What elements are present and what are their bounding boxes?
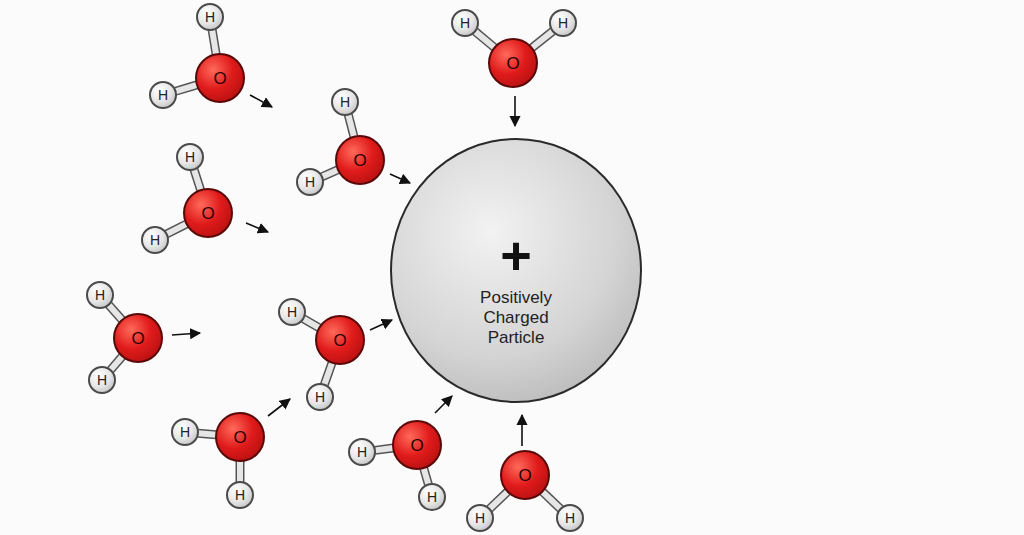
oxygen-atom: O [315, 315, 365, 365]
oxygen-atom: O [392, 420, 442, 470]
atom-symbol: H [180, 425, 190, 439]
hydrogen-atom: H [466, 504, 494, 532]
bond-stick [240, 461, 241, 482]
atom-symbol: H [315, 390, 325, 404]
atom-symbol: H [150, 233, 160, 247]
atom-symbol: H [305, 175, 315, 189]
bond-stick [532, 31, 553, 48]
particle-label: Positively Charged Particle [461, 288, 571, 349]
hydrogen-atom: H [296, 168, 324, 196]
oxygen-atom: O [488, 38, 538, 88]
atom-symbol: H [565, 511, 575, 525]
hydrogen-atom: H [88, 366, 116, 394]
hydrogen-atom: H [171, 418, 199, 446]
bond-stick [324, 363, 332, 385]
hydrogen-atom: H [86, 281, 114, 309]
bond-stick [198, 433, 216, 435]
hydrogen-atom: H [278, 298, 306, 326]
hydrogen-atom: H [141, 226, 169, 254]
oxygen-atom: O [500, 450, 550, 500]
hydrogen-atom: H [549, 9, 577, 37]
atom-symbol: H [95, 288, 105, 302]
bond-stick [489, 492, 507, 509]
bond-stick [110, 356, 122, 370]
bond-stick [212, 30, 216, 54]
atom-symbol: H [558, 16, 568, 30]
atom-symbol: O [506, 55, 519, 72]
oxygen-atom: O [113, 313, 163, 363]
hydrogen-atom: H [451, 9, 479, 37]
atom-symbol: H [205, 10, 215, 24]
atom-symbol: O [353, 152, 366, 169]
bond-stick [175, 85, 197, 91]
atom-symbol: O [333, 332, 346, 349]
bond-stick [348, 115, 354, 137]
atom-symbol: O [518, 467, 531, 484]
atom-symbol: O [213, 70, 226, 87]
bond-stick [194, 169, 201, 190]
bond-stick [322, 170, 338, 177]
atom-symbol: H [475, 511, 485, 525]
atom-symbol: H [340, 95, 350, 109]
hydrogen-atom: H [556, 504, 584, 532]
bond-stick [424, 468, 429, 484]
atom-symbol: H [357, 445, 367, 459]
atom-symbol: O [410, 437, 423, 454]
hydrogen-atom: H [226, 481, 254, 509]
oxygen-atom: O [183, 188, 233, 238]
charged-particle: + Positively Charged Particle [390, 138, 642, 403]
hydrogen-atom: H [196, 3, 224, 31]
hydrogen-atom: H [348, 438, 376, 466]
atom-symbol: H [427, 490, 437, 504]
bond-stick [375, 448, 393, 450]
bond-stick [542, 492, 560, 509]
bond-stick [303, 319, 319, 328]
bond-stick [475, 31, 495, 47]
oxygen-atom: O [335, 135, 385, 185]
oxygen-atom: O [195, 53, 245, 103]
atom-symbol: H [97, 373, 107, 387]
hydrogen-atom: H [176, 143, 204, 171]
atom-symbol: H [185, 150, 195, 164]
atom-symbol: O [201, 205, 214, 222]
bond-stick [109, 305, 122, 320]
atom-symbol: O [131, 330, 144, 347]
oxygen-atom: O [215, 412, 265, 462]
hydrogen-atom: H [149, 81, 177, 109]
atom-symbol: H [235, 488, 245, 502]
hydrogen-atom: H [418, 483, 446, 511]
charge-sign: + [500, 231, 532, 280]
atom-symbol: H [158, 88, 168, 102]
hydrogen-atom: H [306, 383, 334, 411]
hydrogen-atom: H [331, 88, 359, 116]
atom-symbol: H [287, 305, 297, 319]
atom-symbol: H [460, 16, 470, 30]
bond-stick [167, 224, 187, 234]
atom-symbol: O [233, 429, 246, 446]
